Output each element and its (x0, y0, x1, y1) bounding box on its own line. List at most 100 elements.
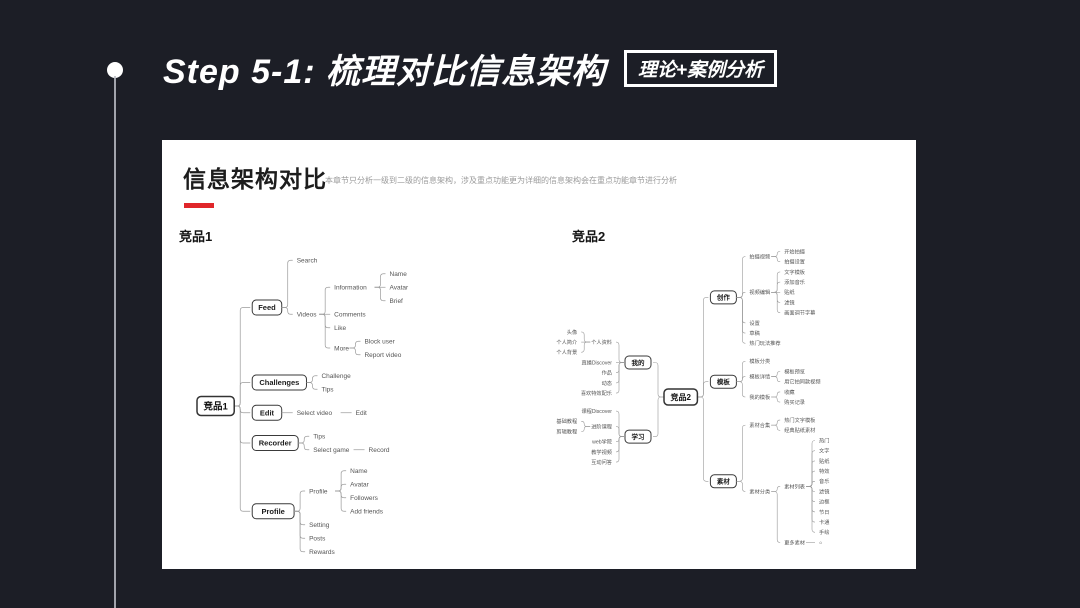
mindmap-edge (335, 490, 347, 512)
mindmap-leaf-label: 素材合集 (749, 421, 771, 429)
mindmap-leaf-label: 热门玩法推荐 (749, 339, 780, 347)
mindmap-leaf-label: 手绘 (819, 528, 829, 536)
mindmap-edge (335, 483, 347, 492)
mindmap-edge (306, 382, 318, 390)
mindmap-leaf-label: Select video (297, 410, 333, 417)
mindmap-leaf-label: 模板分类 (749, 357, 770, 365)
mindmap-edge (697, 381, 709, 398)
mindmap-leaf-label: 文字 (819, 447, 829, 455)
mindmap-leaf-label: 购买记录 (784, 398, 805, 406)
section-label-competitor2: 竞品2 (572, 229, 606, 244)
mindmap-leaf-label: Comments (334, 312, 366, 319)
mindmap-leaf-label: 作品 (602, 369, 612, 377)
mindmap-leaf-label: Tips (321, 387, 334, 394)
card-title: 信息架构对比 (183, 166, 327, 192)
mindmap-edge (736, 481, 746, 492)
mindmap-leaf-label: 拍摄视频 (749, 252, 771, 260)
mindmap-edge (306, 375, 318, 383)
mindmap-leaf-label: 素材列表 (784, 482, 806, 490)
mindmap-leaf-label: 个人资料 (591, 338, 612, 346)
mindmap-leaf-label: Followers (350, 495, 379, 502)
mindmap-edge (294, 490, 306, 512)
mindmap-leaf-label: Tips (313, 434, 326, 441)
section-label-competitor1: 竞品1 (179, 229, 213, 244)
mindmap-leaf-label: Record (369, 447, 390, 454)
page-title: Step 5-1: 梳理对比信息架构 (163, 53, 607, 91)
mindmap-edge (374, 273, 386, 288)
mindmap-leaf-label: 模板详情 (749, 372, 770, 380)
mindmap-edge (298, 435, 310, 444)
mindmap-leaf-label: Rewards (309, 549, 335, 556)
mindmap-leaf-label: 文字模板 (784, 268, 806, 276)
mindmap-leaf-label: 边框 (819, 498, 829, 506)
mindmap-edge (697, 396, 709, 482)
mindmap-edge (234, 405, 251, 444)
mindmap-leaf-label: web学院 (592, 438, 613, 446)
mindmap-edge (581, 421, 591, 427)
mindmap-leaf-label: 教学视频 (591, 448, 613, 456)
mindmap-leaf-label: 剪辑教程 (556, 427, 577, 435)
mindmap-leaf-label: 更多素材 (784, 538, 805, 546)
mindmap-leaf-label: Videos (297, 312, 318, 319)
mindmap-node-label: Profile (261, 507, 284, 516)
mindmap-leaf-label: 头像 (567, 328, 578, 336)
mindmap-edge (319, 313, 331, 329)
mindmap-leaf-label: Like (334, 325, 346, 332)
mindmap-edge (281, 259, 293, 308)
mindmap-edge (281, 307, 293, 315)
mindmap-leaf-label: Search (297, 258, 318, 265)
mindmap-edge (806, 481, 815, 487)
mindmap-edge (615, 341, 625, 363)
mindmap-edge (736, 256, 746, 298)
mindmap-node-label: Challenges (259, 378, 299, 387)
mindmap-leaf-label: 用它拍同款视频 (784, 378, 821, 386)
mindmap-leaf-label: 热门文字模板 (784, 416, 816, 424)
mindmap-leaf-label: 贴纸 (819, 457, 829, 465)
mindmap-leaf-label: 节日 (819, 509, 829, 516)
mindmap-edge (771, 292, 781, 313)
mindmap-leaf-label: 设置 (749, 319, 759, 327)
mindmap-leaf-label: Edit (356, 410, 367, 417)
mindmap-edge (736, 292, 746, 298)
mindmap-edge (615, 410, 625, 437)
mindmap-edge (771, 251, 781, 257)
mindmap-leaf-label: 拍摄设置 (784, 258, 805, 266)
mindmap-leaf-label: Block user (364, 339, 395, 346)
mindmap-edge (736, 297, 746, 324)
mindmap-edge (335, 470, 347, 492)
mindmap-leaf-label: 基础教程 (556, 417, 577, 425)
mindmap-edge (806, 440, 816, 487)
mindmap-edge (736, 381, 746, 398)
mindmap-edge (771, 371, 781, 377)
mindmap-edge (653, 362, 664, 398)
mindmap-edge (806, 450, 816, 487)
mindmap-leaf-label: Name (350, 468, 368, 475)
mindmap-leaf-label: 画面调节字幕 (784, 309, 816, 317)
timeline-line (114, 76, 116, 608)
mindmap-leaf-label: Add friends (350, 509, 384, 516)
mindmap-root-label: 竞品2 (669, 392, 691, 402)
mindmap-root-label: 竞品1 (202, 400, 228, 412)
mindmap-edge (771, 396, 781, 403)
mindmap-edge (298, 442, 310, 451)
mindmap-node-label: Feed (258, 303, 276, 312)
mindmap-edge (234, 307, 251, 407)
mindmap-root-node (663, 388, 699, 406)
mindmap-edge (349, 340, 361, 349)
mindmap-leaf-label: Challenge (321, 373, 351, 380)
mindmap-leaf-label: 特效 (819, 467, 830, 475)
mindmap-edge (234, 405, 251, 512)
mindmap-edge (615, 362, 625, 373)
mindmap-edge (234, 405, 251, 414)
mindmap-leaf-label: ○ (819, 540, 822, 546)
mindmap-leaf-label: 模板预览 (784, 367, 805, 375)
mindmap-edge (234, 382, 251, 407)
timeline-dot (107, 62, 123, 78)
mindmap-leaf-label: 个人背景 (556, 348, 577, 356)
mindmap-edge (653, 396, 664, 437)
mindmap-edge (615, 362, 625, 394)
mindmap-leaf-label: Avatar (350, 482, 370, 489)
mindmap-leaf-label: Posts (309, 536, 326, 543)
mindmap-leaf-label: 个人简介 (556, 338, 578, 346)
